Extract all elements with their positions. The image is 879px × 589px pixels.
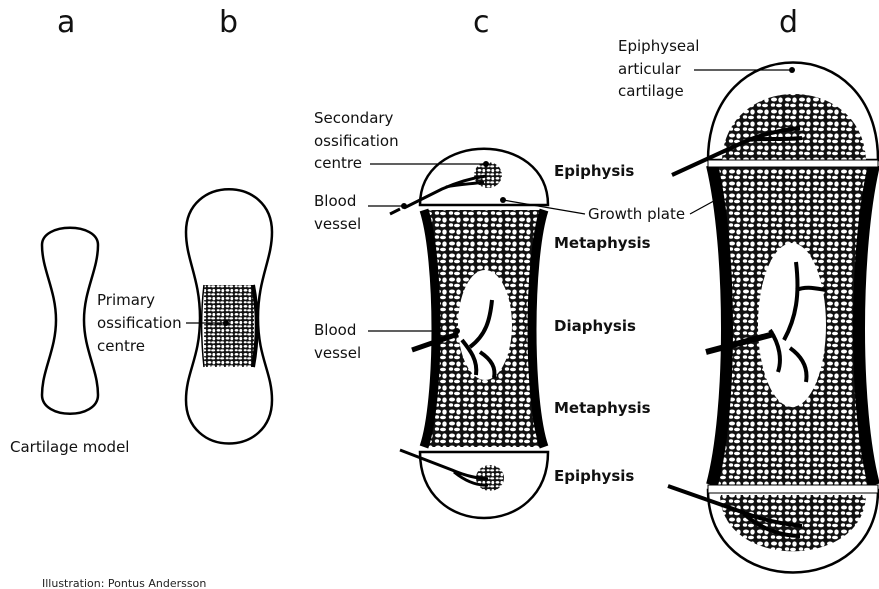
primary-ossification-region (204, 285, 254, 367)
mature-bone (668, 63, 878, 573)
secondary-ossification-line-1: Secondary (314, 109, 394, 127)
epiphysis-bottom-label: Epiphysis (554, 467, 634, 485)
metaphysis-top-label: Metaphysis (554, 234, 651, 252)
cartilage-model-bone (42, 228, 98, 414)
stage-label-a: a (57, 5, 75, 40)
blood-vessel-mid-line-1: Blood (314, 321, 356, 339)
blood-vessel-top-line-1: Blood (314, 192, 356, 210)
diaphysis-label: Diaphysis (554, 317, 636, 335)
secondary-ossification-line-2: ossification (314, 132, 399, 150)
epiphyseal-cartilage-line-3: cartilage (618, 82, 684, 100)
primary-ossification-line-1: Primary (97, 291, 155, 309)
epiphyseal-cartilage-line-1: Epiphyseal (618, 37, 699, 55)
stage-label-b: b (219, 5, 238, 40)
metaphysis-bottom-label: Metaphysis (554, 399, 651, 417)
primary-ossification-line-2: ossification (97, 314, 182, 332)
primary-ossification-line-3: centre (97, 337, 145, 355)
growth-plate-label: Growth plate (588, 205, 685, 223)
epiphyseal-cartilage-line-2: articular (618, 60, 682, 78)
blood-vessel-mid-line-2: vessel (314, 344, 361, 362)
blood-vessel-top-line-2: vessel (314, 215, 361, 233)
primary-ossification-bone (186, 189, 272, 443)
stage-label-d: d (779, 5, 798, 40)
epiphysis-top-label: Epiphysis (554, 162, 634, 180)
cartilage-model-label: Cartilage model (10, 438, 129, 456)
stage-label-c: c (473, 5, 490, 40)
illustration-credit: Illustration: Pontus Andersson (42, 577, 206, 589)
secondary-ossification-line-3: centre (314, 154, 362, 172)
